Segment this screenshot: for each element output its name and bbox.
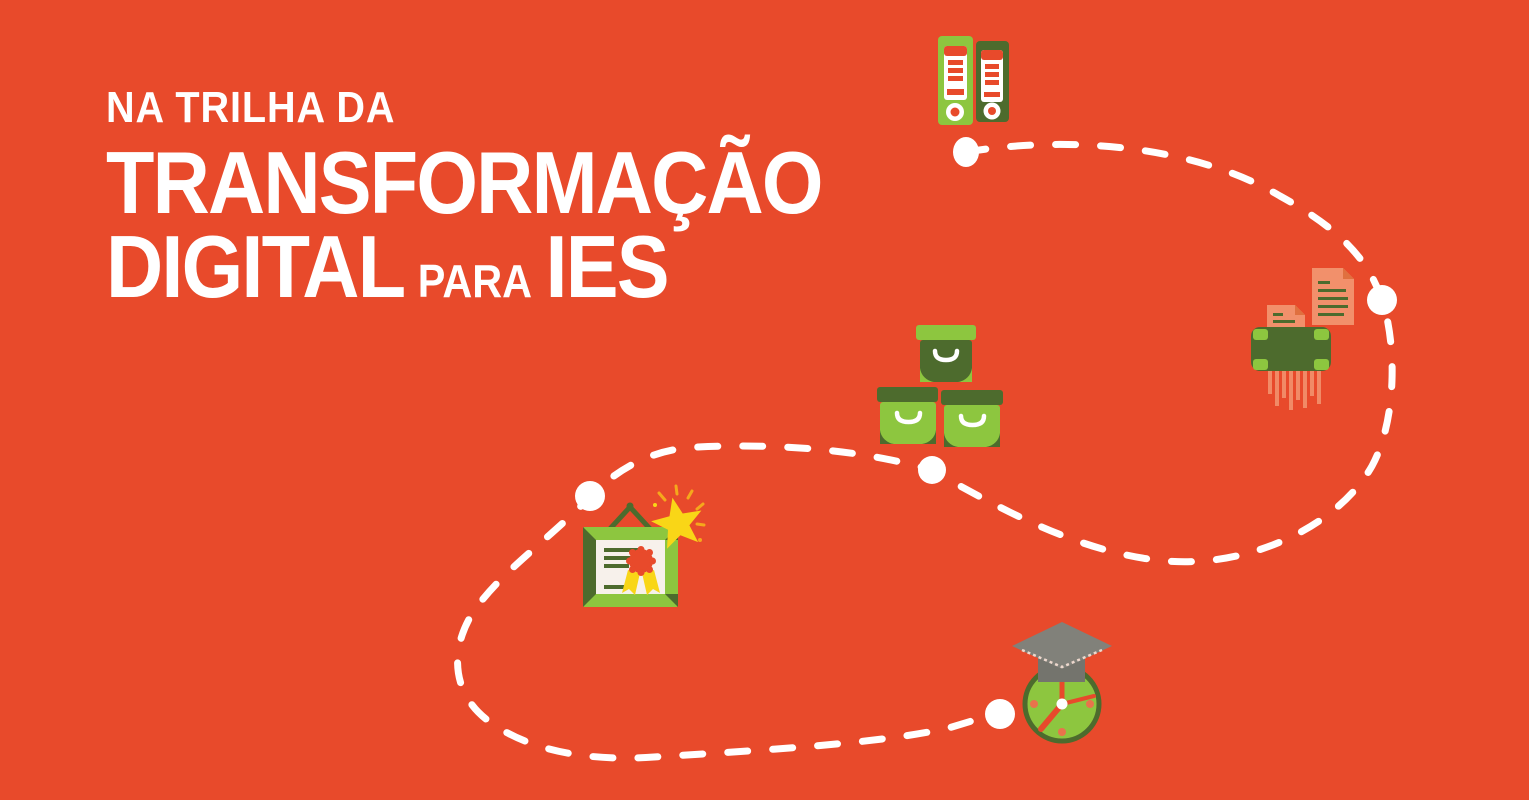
- trail-path: [454, 140, 1396, 762]
- banner-title: NA TRILHA DA TRANSFORMAÇÃO DIGITAL PARA …: [106, 83, 824, 311]
- seal: [626, 546, 656, 576]
- binders-icon: [938, 36, 1009, 125]
- certificate-icon: [583, 484, 706, 607]
- shredder-icon: [1251, 268, 1354, 410]
- shredded-strips: [1268, 368, 1321, 410]
- title-line-2: TRANSFORMAÇÃO: [106, 133, 824, 232]
- milestone-dot: [575, 481, 605, 511]
- title-line-3: DIGITAL PARA IES: [106, 223, 822, 311]
- milestone-dot: [985, 699, 1015, 729]
- milestone-dot: [918, 456, 946, 484]
- graduation-clock-icon: [1012, 622, 1112, 744]
- star: [651, 484, 706, 549]
- title-line-1: NA TRILHA DA: [106, 83, 396, 132]
- title-word-ies: IES: [545, 217, 670, 316]
- document-large: [1312, 268, 1354, 325]
- title-word-digital: DIGITAL: [106, 217, 406, 316]
- milestone-dot: [953, 137, 979, 167]
- milestone-dots: [575, 137, 1397, 729]
- title-word-para: PARA: [417, 255, 533, 307]
- boxes-icon: [877, 325, 1003, 447]
- milestone-dot: [1367, 285, 1397, 315]
